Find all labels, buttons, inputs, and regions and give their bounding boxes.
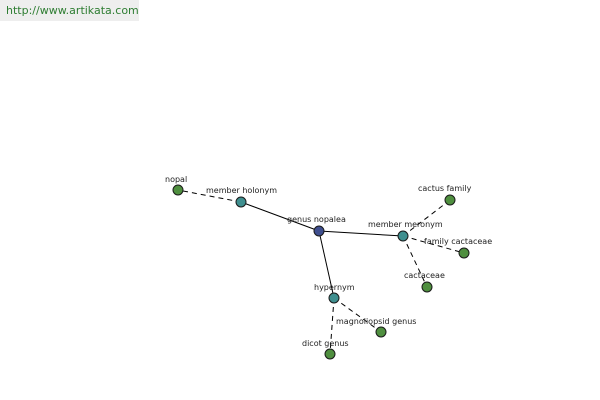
node-label: nopal <box>165 175 187 184</box>
edge-center-member-meronym <box>318 230 404 237</box>
header-bar: http://www.artikata.com <box>0 0 139 21</box>
node-circle[interactable] <box>397 230 409 242</box>
node-circle[interactable] <box>328 292 340 304</box>
edge-member-meronym-cactaceae <box>402 235 428 288</box>
node-cactaceae[interactable]: cactaceae <box>404 271 445 293</box>
node-label: family cactaceae <box>424 237 492 246</box>
node-label: hypernym <box>314 283 355 292</box>
node-dicot-genus[interactable]: dicot genus <box>302 339 349 360</box>
node-hypernym[interactable]: hypernym <box>314 283 355 304</box>
node-circle[interactable] <box>324 348 336 360</box>
edge-hypernym-dicot-genus <box>329 297 335 355</box>
node-circle[interactable] <box>313 225 325 237</box>
node-family-cactaceae[interactable]: family cactaceae <box>424 237 492 259</box>
node-circle[interactable] <box>421 281 433 293</box>
node-member-holonym[interactable]: member holonym <box>206 186 277 208</box>
node-circle[interactable] <box>235 196 247 208</box>
node-label: member holonym <box>206 186 277 195</box>
edge-center-member-holonym <box>240 201 320 232</box>
node-label: cactus family <box>418 184 472 193</box>
edge-member-holonym-nopal <box>177 189 242 203</box>
node-nopal[interactable]: nopal <box>165 175 187 196</box>
node-genus-nopalea[interactable]: genus nopalea <box>287 215 346 237</box>
node-magnoliopsid-genus[interactable]: magnoliopsid genus <box>336 317 416 338</box>
node-circle[interactable] <box>172 184 184 196</box>
edge-member-meronym-cactus-family <box>402 199 451 237</box>
node-label: cactaceae <box>404 271 445 280</box>
edge-member-meronym-family-cactaceae <box>402 235 465 254</box>
node-label: dicot genus <box>302 339 349 348</box>
edge-center-hypernym <box>318 230 335 299</box>
site-url-link[interactable]: http://www.artikata.com <box>6 4 139 17</box>
node-circle[interactable] <box>458 247 470 259</box>
edge-hypernym-magnoliopsid-genus <box>333 297 382 333</box>
node-label: member meronym <box>368 220 443 229</box>
node-circle[interactable] <box>444 194 456 206</box>
node-circle[interactable] <box>375 326 387 338</box>
node-label: magnoliopsid genus <box>336 317 416 326</box>
node-cactus-family[interactable]: cactus family <box>418 184 472 206</box>
node-member-meronym[interactable]: member meronym <box>368 220 443 242</box>
node-label: genus nopalea <box>287 215 346 224</box>
